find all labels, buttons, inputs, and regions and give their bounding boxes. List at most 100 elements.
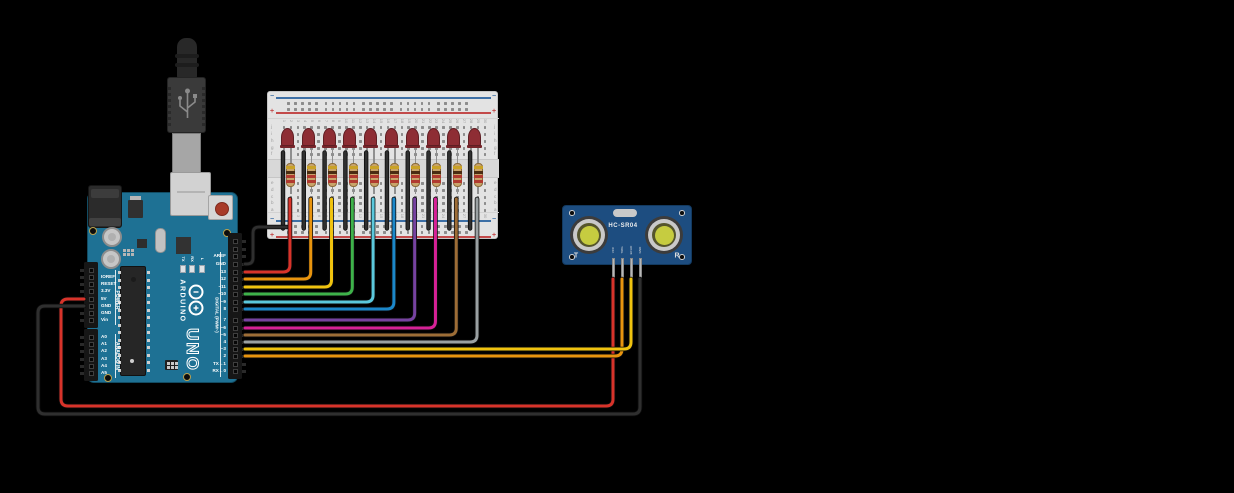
breadboard-hole[interactable]: [287, 108, 290, 111]
breadboard-hole[interactable]: [462, 182, 466, 185]
breadboard-hole[interactable]: [379, 202, 383, 205]
breadboard-hole[interactable]: [362, 102, 365, 105]
breadboard-hole[interactable]: [462, 140, 466, 143]
breadboard-hole[interactable]: [442, 182, 445, 185]
breadboard-hole[interactable]: [442, 126, 445, 129]
breadboard-hole[interactable]: [372, 126, 376, 129]
breadboard-hole[interactable]: [483, 209, 487, 212]
breadboard-hole[interactable]: [287, 102, 290, 105]
breadboard-hole[interactable]: [444, 102, 447, 105]
breadboard-hole[interactable]: [400, 140, 404, 143]
pin-socket-12[interactable]: [232, 276, 238, 282]
breadboard-hole[interactable]: [476, 126, 480, 129]
pin-socket-A3[interactable]: [88, 356, 94, 362]
pin-socket-A5[interactable]: [88, 370, 94, 376]
breadboard-hole[interactable]: [399, 102, 403, 105]
breadboard-hole[interactable]: [362, 108, 365, 111]
breadboard-hole[interactable]: [442, 153, 445, 156]
breadboard-hole[interactable]: [379, 209, 383, 212]
breadboard-hole[interactable]: [400, 153, 404, 156]
breadboard-hole[interactable]: [338, 108, 342, 111]
breadboard-hole[interactable]: [331, 102, 335, 105]
breadboard-hole[interactable]: [421, 147, 424, 150]
breadboard-hole[interactable]: [449, 126, 452, 129]
breadboard-hole[interactable]: [483, 196, 487, 199]
breadboard-hole[interactable]: [379, 182, 383, 185]
sensor-echo-wire[interactable]: [242, 276, 634, 352]
breadboard-hole[interactable]: [324, 231, 328, 234]
breadboard-hole[interactable]: [294, 225, 297, 228]
breadboard-hole[interactable]: [379, 153, 383, 156]
breadboard-hole[interactable]: [451, 225, 454, 228]
breadboard-hole[interactable]: [379, 189, 383, 192]
breadboard-hole[interactable]: [345, 231, 349, 234]
sensor-gnd-wire[interactable]: [35, 276, 643, 417]
breadboard-hole[interactable]: [294, 102, 297, 105]
breadboard-hole[interactable]: [390, 108, 393, 111]
breadboard-hole[interactable]: [427, 231, 431, 234]
led-wire-gray-pin4[interactable]: [242, 196, 480, 345]
breadboard-hole[interactable]: [444, 231, 447, 234]
led-wire-green-pin10[interactable]: [242, 196, 355, 297]
breadboard-hole[interactable]: [352, 126, 355, 129]
breadboard-hole[interactable]: [442, 189, 445, 192]
pin-socket-5V[interactable]: [88, 296, 94, 302]
breadboard-hole[interactable]: [469, 126, 473, 129]
breadboard-hole[interactable]: [301, 231, 304, 234]
breadboard-hole[interactable]: [296, 126, 300, 129]
pin-socket-~5[interactable]: [232, 332, 238, 338]
breadboard-hole[interactable]: [383, 231, 386, 234]
led-wire-cyan-pin9[interactable]: [242, 196, 376, 305]
breadboard-hole[interactable]: [369, 231, 372, 234]
pin-socket-3.3V[interactable]: [88, 288, 94, 294]
breadboard-hole[interactable]: [400, 182, 404, 185]
breadboard-hole[interactable]: [421, 209, 424, 212]
led-wire-blue-pin8[interactable]: [242, 196, 397, 312]
breadboard-hole[interactable]: [421, 153, 424, 156]
breadboard-hole[interactable]: [362, 225, 365, 228]
breadboard-hole[interactable]: [451, 102, 454, 105]
atmega-chip[interactable]: [118, 266, 150, 376]
breadboard-hole[interactable]: [338, 182, 341, 185]
breadboard-hole[interactable]: [483, 147, 487, 150]
breadboard-hole[interactable]: [442, 209, 445, 212]
breadboard-hole[interactable]: [465, 231, 468, 234]
pin-socket-nc[interactable]: [232, 238, 238, 244]
breadboard-hole[interactable]: [379, 133, 383, 136]
breadboard-hole[interactable]: [358, 189, 362, 192]
breadboard-hole[interactable]: [362, 231, 365, 234]
breadboard-hole[interactable]: [345, 126, 348, 129]
breadboard-hole[interactable]: [483, 126, 487, 129]
breadboard-hole[interactable]: [369, 102, 372, 105]
breadboard-hole[interactable]: [338, 102, 342, 105]
breadboard-hole[interactable]: [296, 153, 300, 156]
breadboard-hole[interactable]: [442, 202, 445, 205]
breadboard-hole[interactable]: [462, 126, 466, 129]
sensor-vcc-wire[interactable]: [58, 276, 616, 409]
pin-socket-A2[interactable]: [88, 348, 94, 354]
breadboard-hole[interactable]: [303, 126, 307, 129]
breadboard-hole[interactable]: [458, 231, 461, 234]
breadboard-hole[interactable]: [400, 209, 404, 212]
breadboard-hole[interactable]: [437, 231, 440, 234]
usb-plug-body[interactable]: [167, 77, 206, 133]
breadboard-hole[interactable]: [324, 108, 328, 111]
breadboard-hole[interactable]: [338, 140, 341, 143]
pin-socket-2[interactable]: [232, 353, 238, 359]
breadboard-hole[interactable]: [301, 108, 304, 111]
pin-socket-nc[interactable]: [88, 267, 94, 273]
breadboard-hole[interactable]: [317, 196, 320, 199]
breadboard-hole[interactable]: [462, 209, 466, 212]
breadboard-hole[interactable]: [310, 126, 313, 129]
breadboard-hole[interactable]: [317, 209, 320, 212]
breadboard-hole[interactable]: [462, 133, 466, 136]
breadboard-hole[interactable]: [338, 126, 341, 129]
breadboard-hole[interactable]: [379, 196, 383, 199]
breadboard-hole[interactable]: [358, 196, 362, 199]
breadboard-hole[interactable]: [465, 225, 468, 228]
pin-socket-~9[interactable]: [232, 299, 238, 305]
pin-socket-TX→1[interactable]: [232, 361, 238, 367]
breadboard-hole[interactable]: [296, 133, 300, 136]
